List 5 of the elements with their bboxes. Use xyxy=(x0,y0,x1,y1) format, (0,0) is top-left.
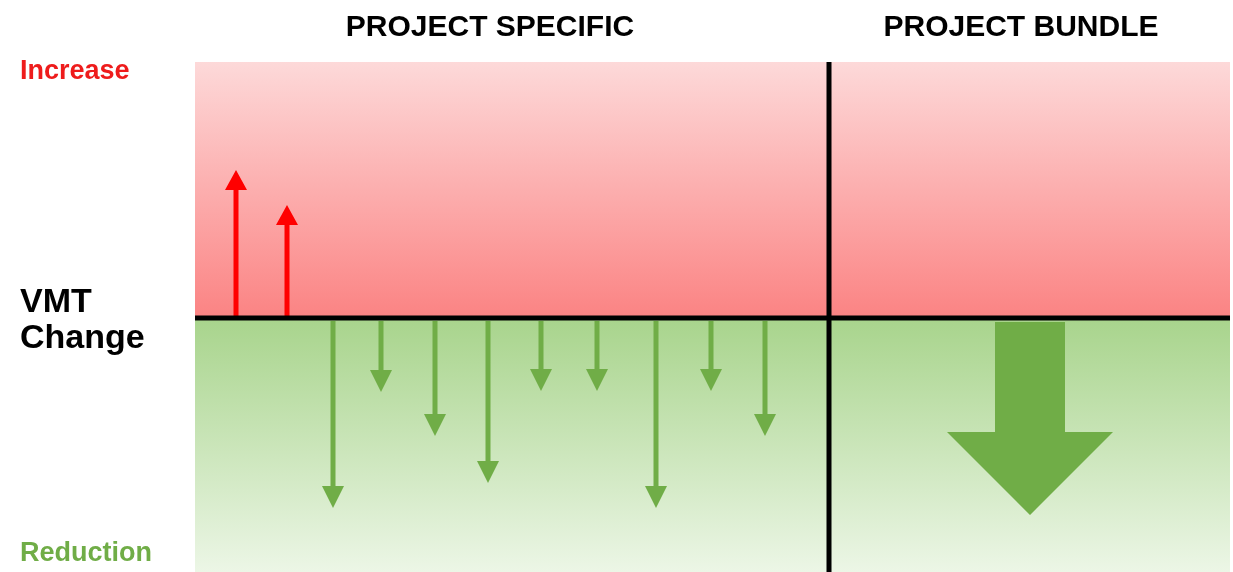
axis-label: Reduction xyxy=(20,538,152,567)
axis-label: VMT Change xyxy=(20,283,146,355)
axis-label: Increase xyxy=(20,56,130,85)
column-heading: PROJECT BUNDLE xyxy=(883,10,1159,42)
column-heading: PROJECT SPECIFIC xyxy=(345,10,635,42)
